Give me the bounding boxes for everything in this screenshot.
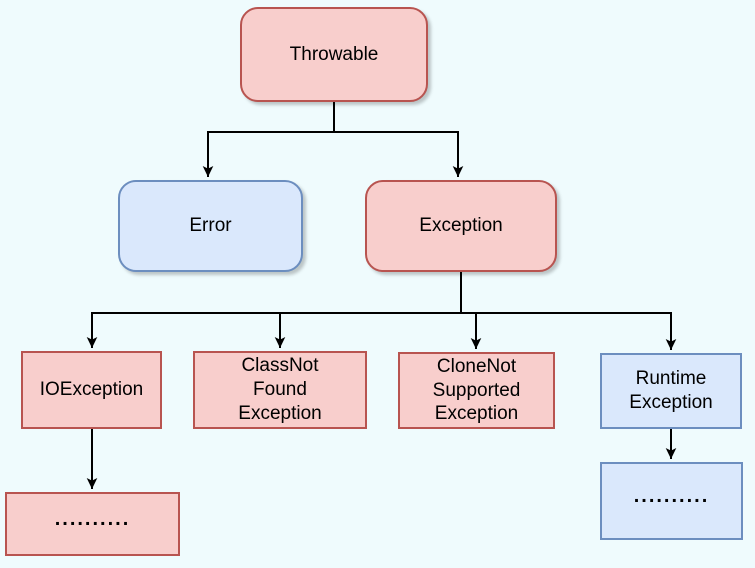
node-error-label: Error [189,215,232,237]
node-exception: Exception [365,180,557,272]
node-runtimeexception-label: Runtime Exception [629,368,713,413]
node-ioexception-placeholder: .......... [5,492,180,556]
node-classnotfoundexception: ClassNot Found Exception [193,351,367,429]
node-runtimeexception-placeholder: .......... [600,462,743,540]
node-clonenotsupportedexception-label: CloneNot Supported Exception [432,355,521,425]
node-exception-label: Exception [419,215,503,237]
node-throwable: Throwable [240,7,428,102]
node-runtimeexception-placeholder-label: .......... [633,484,710,507]
node-error: Error [118,180,303,272]
node-ioexception-placeholder-label: .......... [54,507,131,530]
node-classnotfoundexception-label: ClassNot Found Exception [238,355,322,424]
node-runtimeexception: Runtime Exception [600,353,742,429]
node-throwable-label: Throwable [289,43,379,65]
node-ioexception-label: IOException [39,379,144,401]
node-clonenotsupportedexception: CloneNot Supported Exception [398,352,555,429]
node-ioexception: IOException [21,351,162,429]
